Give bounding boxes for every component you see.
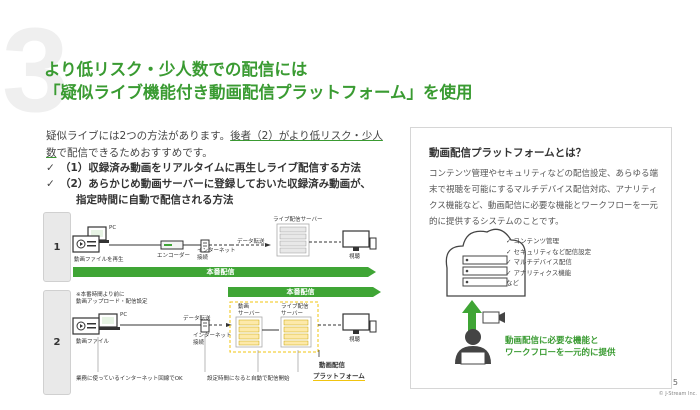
panel-feature-3: ✓ マルチデバイス配信 bbox=[506, 258, 572, 266]
panel-body: コンテンツ管理やセキュリティなどの配信設定、あらゆる端末で視聴を可能にするマルチ… bbox=[429, 169, 658, 227]
row2-player-icon bbox=[72, 317, 100, 335]
panel-graphics bbox=[445, 228, 526, 365]
row2-prior-note: ※本番時間より前に 動画アップロード・配信設定 bbox=[76, 292, 148, 305]
row1-player-icon bbox=[72, 235, 100, 253]
footnote-auto-start: 設定時間になると自動で配信開始 bbox=[207, 376, 290, 382]
row1-devices-icon bbox=[342, 230, 377, 251]
video-icon bbox=[482, 311, 505, 324]
platform-label-line2: プラットフォーム bbox=[313, 372, 365, 381]
platform-frame bbox=[229, 301, 319, 353]
row2-pc-label: PC bbox=[120, 312, 128, 318]
row1-viewing-label: 視聴 bbox=[349, 254, 361, 260]
intro-highlight: 後者（2）がより低リスク・少人数 bbox=[46, 130, 383, 159]
row2-router-icon bbox=[200, 319, 210, 333]
delivery-diagram: 1 2 bbox=[43, 212, 393, 397]
platform-info-panel: 動画配信プラットフォームとは？ コンテンツ管理やセキュリティなどの配信設定、あら… bbox=[410, 127, 672, 389]
panel-caption-line1: 動画配信に必要な機能と bbox=[505, 336, 599, 346]
slide-number: 3 bbox=[2, 3, 69, 137]
row2-video-server-icon bbox=[235, 316, 263, 348]
diagram-graphics bbox=[72, 223, 381, 372]
page-number: 5 bbox=[672, 378, 678, 387]
method-item-1-text: （1）収録済み動画をリアルタイムに再生しライブ配信する方法 bbox=[60, 162, 361, 174]
check-icon: ✓ bbox=[46, 162, 55, 174]
row1-internet-label: インターネット 接続 bbox=[197, 248, 236, 261]
row2-live-bar: 本番配信 bbox=[228, 287, 373, 297]
footnote-internet: 業務に使っているインターネット回線でOK bbox=[76, 376, 183, 382]
method-item-2-cont: 指定時間に自動で配信される方法 bbox=[76, 194, 234, 206]
method-item-1: ✓ （1）収録済み動画をリアルタイムに再生しライブ配信する方法 bbox=[46, 160, 371, 176]
method-item-2: ✓ （2）あらかじめ動画サーバーに登録しておいた収録済み動画が、 bbox=[46, 176, 371, 192]
row1-router-icon bbox=[200, 239, 210, 253]
row2-internet-label: インターネット 接続 bbox=[193, 333, 232, 346]
panel-caption-line2: ワークフローを一元的に提供 bbox=[505, 348, 616, 358]
row2-video-server-label: 動画 サーバー bbox=[238, 304, 260, 317]
panel-title: 動画配信プラットフォームとは？ bbox=[429, 147, 587, 159]
method-list: ✓ （1）収録済み動画をリアルタイムに再生しライブ配信する方法 ✓ （2）あらかじめ… bbox=[46, 160, 371, 208]
copyright: © J-Stream Inc. bbox=[658, 391, 697, 397]
row2-viewing-label: 視聴 bbox=[349, 337, 361, 343]
slide-title-line2: 「疑似ライブ機能付き動画配信プラットフォーム」を使用 bbox=[44, 83, 473, 102]
row1-file-label: 動画ファイルを再生 bbox=[74, 257, 124, 263]
method-item-2-text: （2）あらかじめ動画サーバーに登録しておいた収録済み動画が、 bbox=[60, 178, 371, 190]
row2-devices-icon bbox=[342, 313, 377, 334]
panel-caption: 動画配信に必要な機能と ワークフローを一元的に提供 bbox=[505, 335, 616, 359]
row2-data-transfer-label: データ転送 bbox=[183, 316, 211, 322]
intro-pre: 疑似ライブには2つの方法があります。 bbox=[46, 130, 231, 142]
row1-pc-label: PC bbox=[109, 225, 117, 231]
platform-label-line1: 動画配信 bbox=[319, 361, 345, 369]
panel-feature-etc: など bbox=[506, 279, 519, 287]
panel-feature-list: ✓ コンテンツ管理 ✓ セキュリティなど配信設定 ✓ マルチデバイス配信 ✓ ア… bbox=[506, 236, 591, 289]
panel-feature-4: ✓ アナリティクス機能 bbox=[506, 268, 572, 277]
check-icon: ✓ bbox=[46, 178, 55, 190]
user-icon bbox=[455, 329, 491, 365]
slide-title: より低リスク・少人数での配信には 「疑似ライブ機能付き動画配信プラットフォーム」… bbox=[44, 58, 473, 104]
intro-text: 疑似ライブには2つの方法があります。後者（2）がより低リスク・少人数で配信できる… bbox=[46, 128, 386, 162]
row1-data-transfer-label: データ転送 bbox=[237, 239, 265, 245]
cloud-server-icon bbox=[445, 228, 526, 297]
row1-server-icon bbox=[276, 223, 310, 257]
row2-live-server-icon bbox=[280, 316, 312, 348]
intro-post: で配信できるためおすすめです。 bbox=[56, 147, 213, 159]
row1-encoder-icon bbox=[160, 240, 184, 250]
upload-arrow-icon bbox=[462, 300, 482, 331]
panel-feature-1: ✓ コンテンツ管理 bbox=[506, 237, 560, 245]
row1-live-bar: 本番配信 bbox=[73, 267, 368, 277]
slide-title-line1: より低リスク・少人数での配信には bbox=[44, 60, 308, 79]
row1-encoder-label: エンコーダー bbox=[157, 253, 191, 259]
row2-file-label: 動画ファイル bbox=[76, 339, 110, 345]
row-2-label: 2 bbox=[43, 290, 71, 395]
row2-live-server-label: ライブ配信 サーバー bbox=[281, 304, 309, 317]
row1-live-server-label: ライブ配信サーバー bbox=[273, 217, 323, 223]
row-1-label: 1 bbox=[43, 212, 71, 282]
panel-feature-2: ✓ セキュリティなど配信設定 bbox=[506, 247, 592, 256]
